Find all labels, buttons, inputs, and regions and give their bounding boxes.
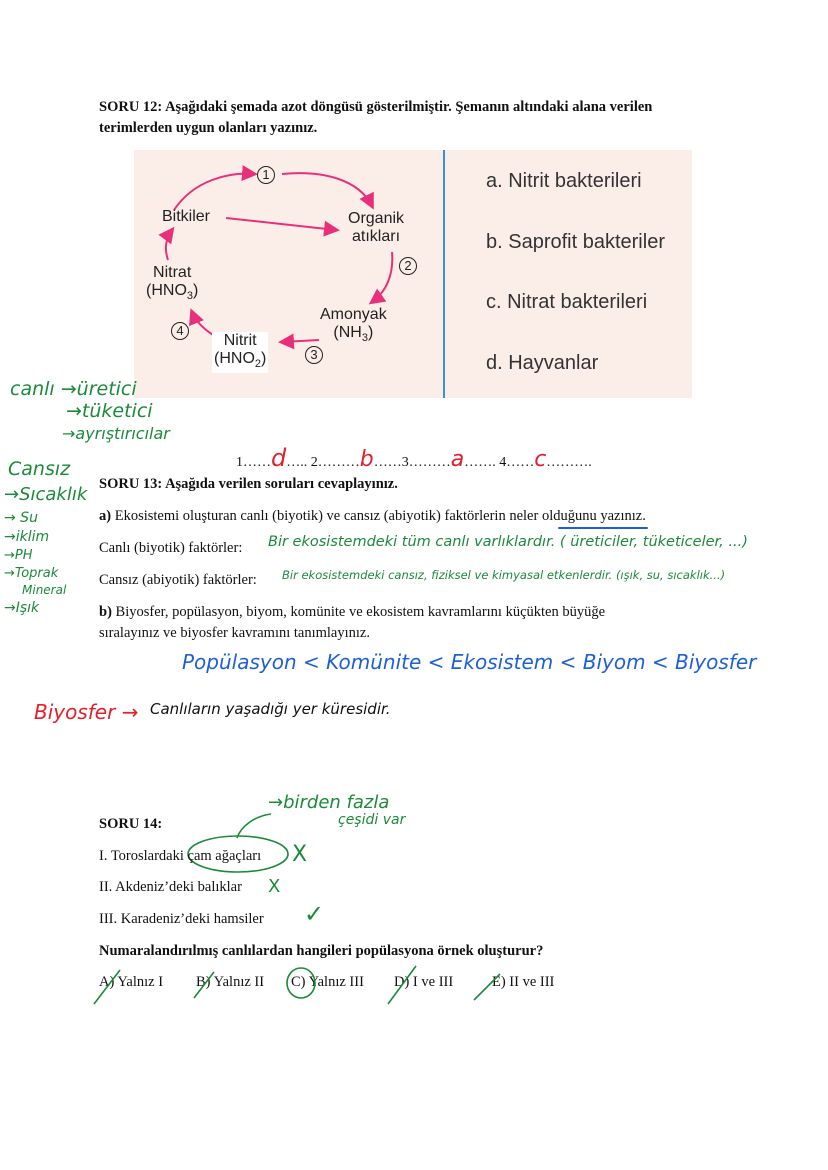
- divider-line: [443, 150, 445, 398]
- note-isik: →Işık: [4, 600, 40, 616]
- note-canli: canlı →üretici: [10, 378, 137, 400]
- arrow-top-right: [281, 172, 374, 210]
- label-bitkiler: Bitkiler: [162, 208, 211, 225]
- q12-answer-line: 1……d….. 2………b……3………a……. 4……c……….: [236, 444, 592, 472]
- arrow-top-left: [173, 165, 258, 211]
- q14-item-2: II. Akdeniz’deki balıklar: [99, 879, 242, 895]
- mark-item-1: X: [292, 842, 308, 867]
- arrow-amonyak-nitrit: [278, 333, 320, 350]
- option-c: C) Yalnız III: [291, 974, 364, 990]
- option-b: B) Yalnız II: [196, 974, 265, 990]
- step-2-marker: 2: [399, 257, 417, 275]
- q12-title-line2: terimlerden uygun olanları yazınız.: [99, 120, 318, 136]
- term-d: d. Hayvanlar: [486, 352, 599, 374]
- cansiz-label: Cansız (abiyotik) faktörler:: [99, 572, 257, 588]
- mark-item-3: ✓: [304, 900, 325, 928]
- q13-a-question: a) Ekosistemi oluşturan canlı (biyotik) …: [99, 508, 646, 524]
- answer-1: d: [271, 444, 287, 472]
- q13-title: SORU 13: Aşağıda verilen soruları cevapl…: [99, 476, 398, 492]
- arrow-bitkiler-organik: [225, 217, 340, 237]
- note-su: → Su: [4, 510, 38, 526]
- q14-note-birden: →birden fazla: [268, 792, 390, 813]
- option-strike-marks: [93, 965, 501, 1005]
- term-a: a. Nitrit bakterileri: [486, 170, 642, 192]
- circle-option-c: [286, 967, 316, 999]
- note-iklim: →iklim: [4, 529, 50, 545]
- q14-item-1: I. Toroslardaki çam ağaçları: [99, 848, 262, 864]
- step-1-marker: 1: [257, 166, 275, 184]
- label-amonyak: Amonyak (NH3): [320, 306, 387, 345]
- note-sicaklik: →Sıcaklık: [4, 484, 88, 505]
- step-4-marker: 4: [171, 322, 189, 340]
- note-toprak: →Toprak: [4, 566, 59, 581]
- biyosfer-definition: Canlıların yaşadığı yer küresidir.: [150, 700, 391, 718]
- option-d: D) I ve III: [394, 974, 454, 990]
- note-mineral: Mineral: [22, 583, 67, 597]
- note-ph: →PH: [4, 548, 33, 563]
- arrow-nitrat-bitkiler: [158, 226, 175, 261]
- q13-b-question-line2: sıralayınız ve biyosfer kavramını tanıml…: [99, 625, 370, 641]
- note-tuketici: →tüketici: [66, 400, 153, 422]
- strike-a: [93, 969, 121, 1005]
- note-cansiz: Cansız: [8, 458, 71, 480]
- term-b: b. Saprofit bakteriler: [486, 231, 665, 253]
- answer-4: c: [534, 447, 547, 472]
- circle-cam-agaclari: [187, 813, 289, 873]
- answer-3: a: [450, 447, 465, 472]
- strike-d: [387, 965, 417, 1005]
- q14-item-3: III. Karadeniz’deki hamsiler: [99, 911, 264, 927]
- q14-title: SORU 14:: [99, 816, 163, 832]
- underline-neler: [558, 527, 648, 529]
- q14-question: Numaralandırılmış canlılardan hangileri …: [99, 943, 544, 959]
- option-e: E) II ve III: [492, 974, 555, 990]
- step-3-marker: 3: [305, 346, 323, 364]
- strike-b: [193, 971, 215, 999]
- cansiz-answer: Bir ekosistemdeki cansız, fiziksel ve ki…: [282, 568, 726, 582]
- canli-label: Canlı (biyotik) faktörler:: [99, 540, 243, 556]
- strike-e: [473, 973, 501, 1001]
- note-ayristirici: →ayrıştırıcılar: [62, 424, 170, 443]
- label-nitrat: Nitrat (HNO3): [146, 264, 199, 303]
- q14-note-cesidi: çeşidi var: [338, 812, 406, 828]
- q12-title: SORU 12: Aşağıdaki şemada azot döngüsü g…: [99, 99, 653, 115]
- answer-2: b: [359, 447, 374, 472]
- arrow-organik-amonyak: [368, 251, 394, 305]
- option-a: A) Yalnız I: [99, 974, 164, 990]
- canli-answer: Bir ekosistemdeki tüm canlı varlıklardır…: [268, 534, 748, 550]
- term-c: c. Nitrat bakterileri: [486, 291, 648, 313]
- biyosfer-label: Biyosfer →: [34, 700, 139, 724]
- label-nitrit: Nitrit (HNO2): [212, 332, 269, 374]
- order-answer: Popülasyon < Komünite < Ekosistem < Biyo…: [182, 650, 757, 674]
- mark-item-2: X: [268, 876, 281, 897]
- q13-b-question: b) Biyosfer, popülasyon, biyom, komünite…: [99, 604, 606, 620]
